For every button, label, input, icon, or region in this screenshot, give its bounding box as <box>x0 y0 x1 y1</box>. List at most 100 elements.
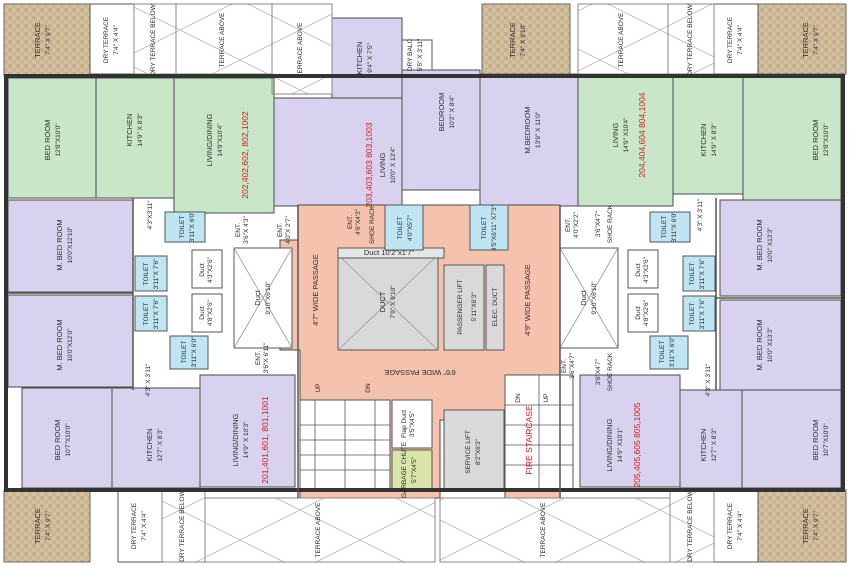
stair-dn-1: DN <box>365 383 372 393</box>
garbage-chute <box>391 449 433 491</box>
stair-up-1: UP <box>315 383 322 392</box>
terrace-nmid-label: TERRACE <box>508 22 517 58</box>
duct-main-size: 7'9" X 9'10" <box>390 285 397 319</box>
nc-living-label: LIVING <box>378 153 387 178</box>
duct-w2-size: 4'8"X2'6" <box>207 299 214 326</box>
room-se-mbed <box>719 299 842 391</box>
passenger-lift <box>443 264 485 351</box>
ne-passage-size: 4'3" X 3'11" <box>697 198 704 231</box>
duct-e1-size: 4'3"X2'6" <box>643 256 650 283</box>
sw-living-label: LIVING/DINING <box>231 413 240 466</box>
nc-bedroom-size: 10'2" X 8'4" <box>449 95 456 129</box>
duct-e2-size: 4'8"X2'6" <box>643 299 650 326</box>
duct-main-label: DUCT <box>378 291 387 312</box>
toilet-sw-1-label: TOILET <box>143 303 150 326</box>
room-nw-mbed <box>7 199 134 293</box>
room-nw-kitchen <box>95 77 175 199</box>
toilet-se-1 <box>682 295 716 332</box>
ne-mbed-label: M. BED ROOM <box>755 219 764 270</box>
passage-49-label: 4'9" WIDE PASSAGE <box>523 264 532 335</box>
nc-mbed-size: 13'9" X 11'0" <box>535 111 542 148</box>
toilet-nw-2-label: TOILET <box>143 263 150 286</box>
toilet-sw-1 <box>134 295 168 332</box>
se-mbed-size: 10'0" X13'3" <box>767 327 774 363</box>
nw-passage-size: 4'3"X3'11" <box>147 200 154 230</box>
se-kitchen-label: KITCHEN <box>699 429 708 462</box>
nc-kitchen-label: KITCHEN <box>355 42 364 75</box>
stair-up-2: UP <box>543 393 550 402</box>
toilet-nw-1 <box>164 211 206 243</box>
nw-kitchen-label: KITCHEN <box>125 114 134 147</box>
terrace-above-n3-label: TERRACE ABOVE <box>618 12 625 68</box>
dry-terrace-below-se <box>669 489 715 563</box>
elec-duct <box>485 264 505 351</box>
terrace-se-size: 7'4" X 9'7" <box>813 511 820 541</box>
se-bedroom-label: BED ROOM <box>811 420 820 461</box>
duct-right-label: Duct <box>579 289 588 305</box>
ent-ne-size: 4'0"X2'2" <box>573 211 580 238</box>
dry-terrace-se <box>713 489 759 563</box>
ent-w1-label: ENT. <box>235 223 242 237</box>
nw-flat-numbers: 202,402,602, 802,1002 <box>240 111 250 199</box>
ent-w2-size: 4'0"X 2'7" <box>285 215 292 243</box>
duct-small-e1 <box>627 249 659 289</box>
room-ne-kitchen <box>672 73 744 195</box>
se-mbed-label: M. BED ROOM <box>755 319 764 370</box>
ent-w3-size: 3'6"X 6'11" <box>263 342 270 374</box>
dry-balc-size: 5'5" X 3'11" <box>417 38 424 71</box>
nc-mbed-label: M.BEDROOM <box>523 106 532 153</box>
se-dim: 3'6"X4'7" <box>595 358 602 385</box>
shoe-rack-nc: SHOE RACK <box>369 205 376 244</box>
toilet-nc-1 <box>384 204 424 251</box>
shoe-rack-se: SHOE RACK <box>607 352 614 391</box>
ent-ne-label: ENT. <box>565 218 572 232</box>
nw-living-label: LIVING/DINING <box>205 113 214 166</box>
toilet-ne-1-label: TOILET <box>661 216 668 239</box>
toilet-sw-2-size: 3'11"X 6'0" <box>191 336 198 368</box>
room-sw-mbed <box>7 294 134 388</box>
terrace-ne-label: TERRACE <box>801 22 810 58</box>
stair-dn-2: DN <box>515 393 522 403</box>
ent-e3-size: 3'6"X4'7" <box>569 352 576 379</box>
terrace-nmid-size: 7'4" X 9'10" <box>520 23 527 57</box>
terrace-above-n2 <box>271 3 333 95</box>
terrace-se <box>757 489 847 563</box>
room-nw-bedroom <box>7 77 97 199</box>
service-lift <box>443 409 505 491</box>
ne-living-size: 14'9" X10'4" <box>623 117 630 153</box>
terrace-sw <box>3 489 91 563</box>
dry-terrace-below-sw <box>161 489 206 563</box>
dry-terrace-sw <box>117 489 163 563</box>
room-sw-kitchen <box>111 387 201 489</box>
room-nc-bedroom <box>401 69 481 191</box>
ne-kitchen-label: KITCHEN <box>699 124 708 157</box>
duct-small-e2 <box>627 293 659 333</box>
sw-passage-size: 4'3" X 3'11" <box>145 363 152 396</box>
terrace-sw-label: TERRACE <box>33 508 42 544</box>
toilet-ne-2-label: TOILET <box>689 263 696 286</box>
room-ne-mbed <box>719 199 842 297</box>
room-se-kitchen <box>679 389 743 489</box>
dry-terrace-ne-size: 7'4" X 4'4" <box>737 25 744 55</box>
se-living-size: 14'9" X10'1" <box>617 427 624 463</box>
nc-kitchen-size: 9'4" X 7'5" <box>367 43 374 73</box>
nw-living-size: 14'9"X10'4" <box>217 123 224 157</box>
dry-balc-label: DRY BALC <box>407 39 414 72</box>
flap-duct-size: 3'5"X4'5" <box>409 410 416 437</box>
dry-terrace-below-ne-label: DRY TERRACE BELOW <box>687 3 694 75</box>
passage-47-label: 4'7" WIDE PASSAGE <box>311 254 320 325</box>
se-living-label: LIVING/DINING <box>605 418 614 471</box>
flap-duct-label: Flap Duct <box>401 410 408 438</box>
passenger-lift-size: 5'11"X6'3" <box>471 292 478 322</box>
dry-terrace-se-size: 7'4" X 4'4" <box>737 511 744 541</box>
dry-terrace-nw-label: DRY TERRACE <box>103 16 110 63</box>
ent-e3-label: ENT. <box>561 359 568 373</box>
nc-flat-numbers: 203,403,603 803,1003 <box>364 122 374 207</box>
dry-terrace-below-ne <box>667 3 715 75</box>
terrace-se-label: TERRACE <box>801 508 810 544</box>
toilet-se-2 <box>649 335 689 370</box>
passenger-lift-label: PASSENGER LIFT <box>457 279 464 334</box>
terrace-nw <box>3 3 91 77</box>
ent-w3-label: ENT. <box>255 351 262 365</box>
ne-living-label: LIVING <box>611 123 620 148</box>
